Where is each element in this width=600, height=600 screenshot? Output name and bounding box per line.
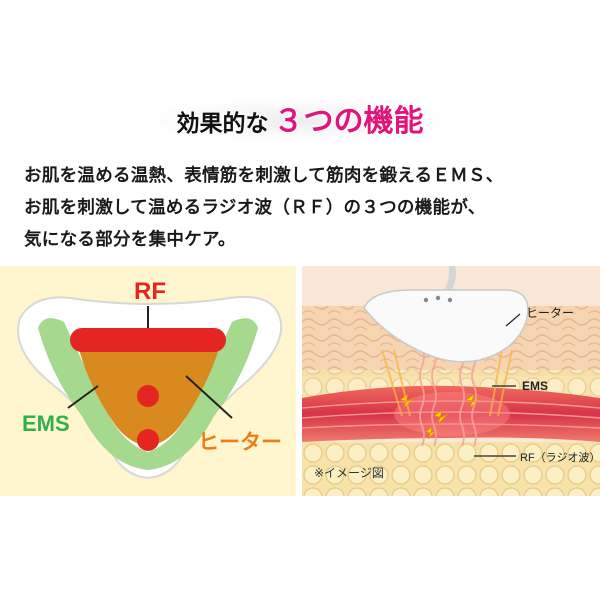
description: お肌を温める温熱、表情筋を刺激して筋肉を鍛えるＥＭＳ、 お肌を刺激して温めるラジ… — [24, 160, 584, 256]
muscle-fibers — [302, 400, 600, 429]
skin-fat-layer — [302, 442, 600, 496]
ems-callout: EMS — [522, 379, 549, 393]
rf-callout: RF（ラジオ波） — [520, 452, 600, 464]
heater-label: ヒーター — [198, 431, 282, 454]
rf-dot-lower — [137, 429, 159, 451]
headline-accent: ３つの機能 — [273, 104, 424, 139]
heater-pointer — [505, 313, 521, 327]
heat-rays — [381, 349, 513, 417]
device-cord — [444, 266, 456, 294]
rf-bar — [70, 328, 226, 352]
heater-pointer — [185, 375, 233, 419]
lightning-bolt-icon — [433, 409, 449, 426]
ems-pointer — [67, 385, 99, 409]
image-note: ※イメージ図 — [314, 466, 384, 480]
skin-layers-illustration — [302, 266, 600, 496]
description-line-3: 気になる部分を集中ケア。 — [24, 230, 236, 250]
rf-waves — [419, 345, 477, 447]
description-line-2: お肌を刺激して温めるラジオ波（ＲＦ）の３つの機能が、 — [24, 198, 486, 218]
device-head — [363, 289, 529, 363]
headline-lead: 効果的な — [176, 110, 269, 137]
device-head-illustration — [17, 295, 283, 480]
ems-band — [38, 318, 258, 470]
headline: 効果的な ３つの機能 — [0, 96, 600, 140]
device-function-diagram: RF EMS ヒーター — [0, 266, 296, 496]
heater-callout: ヒーター — [526, 306, 575, 320]
rf-dot-upper — [137, 385, 159, 407]
rf-label: RF — [134, 278, 166, 305]
ems-label: EMS — [22, 411, 70, 436]
lightning-bolt-icon — [465, 393, 481, 410]
lightning-bolt-icon — [425, 426, 438, 440]
description-line-1: お肌を温める温熱、表情筋を刺激して筋肉を鍛えるＥＭＳ、 — [24, 166, 504, 186]
skin-cross-section-diagram: ヒーター EMS RF（ラジオ波） ※イメージ図 — [302, 266, 600, 496]
muscle-band — [302, 385, 600, 442]
